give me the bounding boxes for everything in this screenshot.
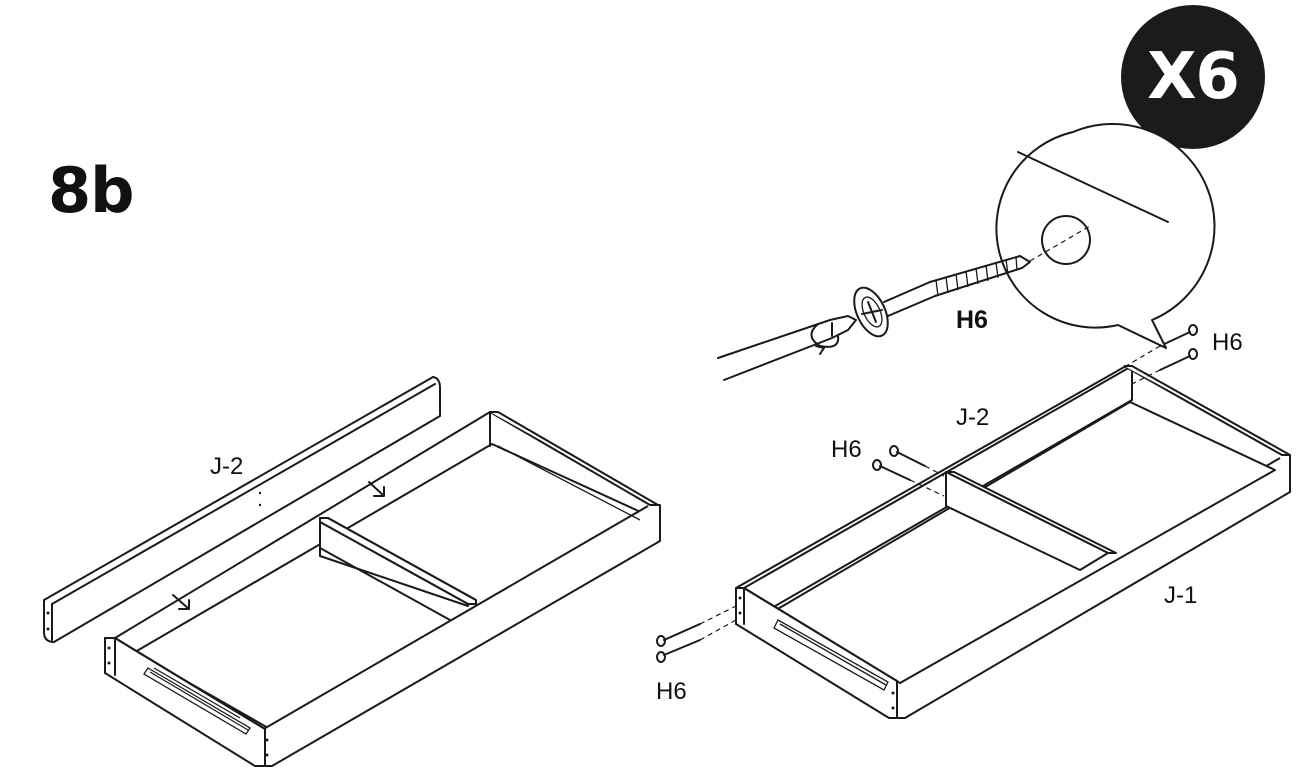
left-drawer-assembly — [43, 376, 661, 767]
screwdriver-icon — [717, 315, 857, 381]
left-j2-label: J-2 — [210, 453, 244, 480]
screw-label-left: H6 — [656, 678, 687, 705]
detail-callout — [717, 123, 1216, 381]
screw-icon — [656, 324, 1198, 663]
right-j2-label: J-2 — [956, 404, 990, 431]
step-number: 8b — [48, 154, 135, 227]
drawer-slide-icon — [773, 619, 889, 691]
screw-label-right: H6 — [1212, 329, 1243, 356]
screw-icon — [853, 255, 1031, 338]
left-drawer-tray — [104, 411, 661, 767]
drawer-slide-icon — [143, 667, 251, 735]
rotate-arrow-icon — [810, 323, 840, 355]
j1-label: J-1 — [1164, 582, 1198, 609]
left-j2-panel — [43, 376, 441, 643]
detail-screw-label: H6 — [956, 306, 988, 334]
quantity-badge: X6 — [1121, 5, 1265, 149]
right-drawer-assembly — [656, 324, 1291, 719]
insert-arrow-icon — [172, 481, 385, 610]
screw-label-middle: H6 — [831, 436, 862, 463]
